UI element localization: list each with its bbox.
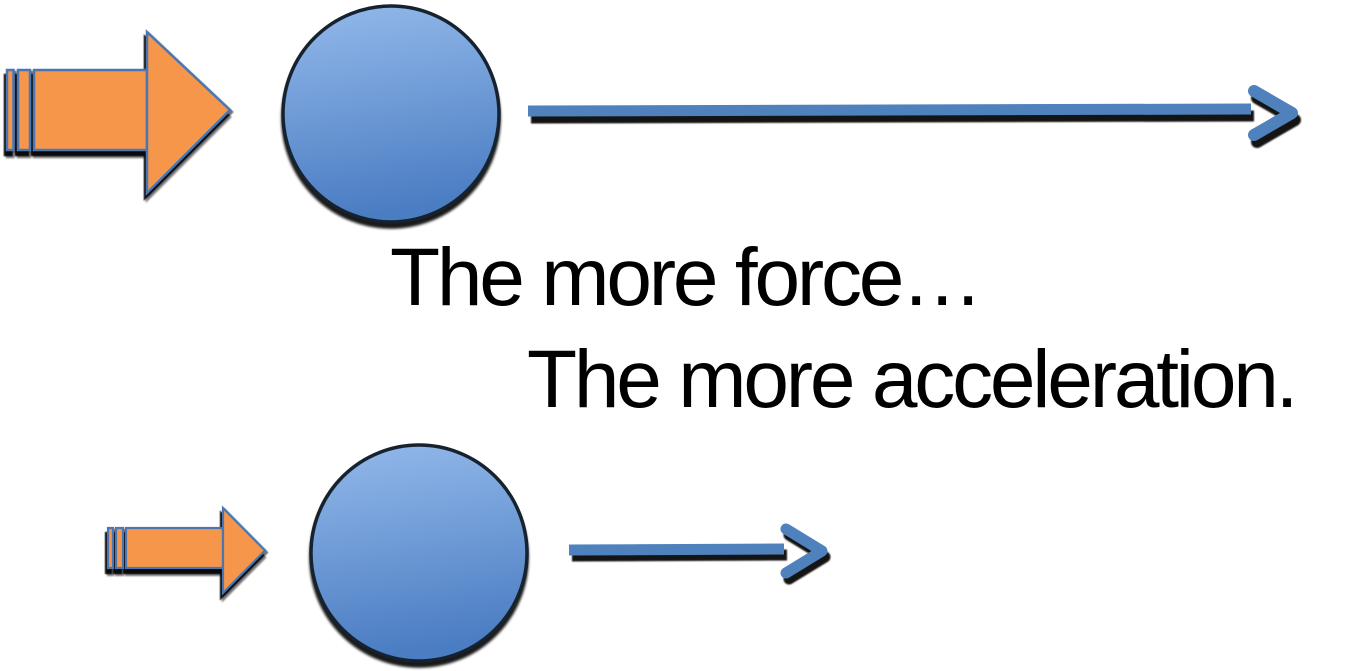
arrow-body <box>32 68 149 152</box>
arrow-stripe-2 <box>16 68 32 152</box>
small-striped-right-arrow-icon <box>106 505 267 596</box>
arrow-stripe-2 <box>114 526 125 570</box>
arrow-head <box>221 505 267 596</box>
arrow-shaft <box>527 103 1252 117</box>
force-arrow-large <box>5 29 232 197</box>
short-acceleration-arrow-icon <box>568 523 828 579</box>
ball-circle <box>281 4 501 224</box>
large-striped-right-arrow-icon <box>5 29 232 197</box>
arrow-shaft <box>568 543 785 556</box>
arrow-stripe-1 <box>5 68 15 152</box>
ball-circle <box>309 443 529 663</box>
force-arrow-small <box>106 505 267 596</box>
ball-small-icon <box>309 443 529 663</box>
arrow-body <box>124 526 225 570</box>
caption-more-acceleration: The more acceleration. <box>527 334 1298 425</box>
arrow-head <box>1248 85 1298 141</box>
arrow-head <box>145 29 232 197</box>
caption-more-force: The more force… <box>390 232 983 323</box>
long-acceleration-arrow-icon <box>527 85 1298 141</box>
arrow-stripe-1 <box>106 526 115 570</box>
ball-large-icon <box>281 4 501 224</box>
arrow-head <box>780 523 828 579</box>
